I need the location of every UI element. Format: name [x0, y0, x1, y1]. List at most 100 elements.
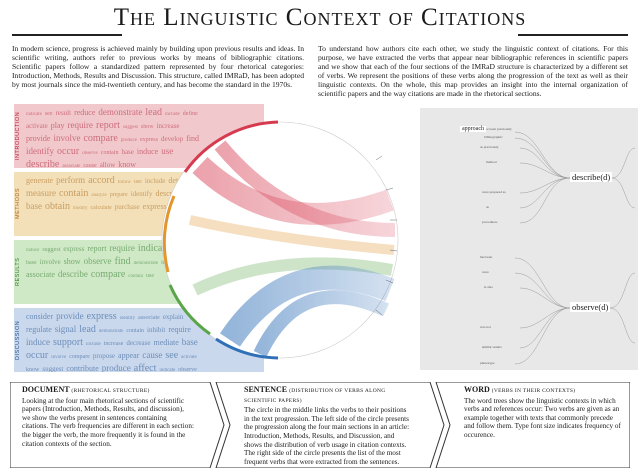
verb-word: play — [50, 121, 65, 130]
verb-word: decrease — [126, 339, 151, 347]
verb-word: induce — [136, 147, 159, 156]
svg-text:has been: has been — [480, 255, 492, 259]
verb-word: accord — [88, 175, 115, 186]
verb-word: result — [55, 109, 72, 117]
verb-word: activate — [181, 355, 197, 360]
verb-word: compare — [83, 133, 118, 144]
verb-word: express — [86, 311, 117, 322]
verb-word: contain — [58, 188, 89, 199]
verb-word: occur — [57, 146, 80, 157]
verb-word: use — [133, 179, 142, 185]
svg-text:bibliographic: bibliographic — [484, 135, 503, 139]
svg-text:similar results: similar results — [482, 345, 502, 349]
verb-word: identify — [26, 146, 54, 156]
verb-word: prepare — [109, 192, 128, 198]
verb-word: require — [67, 120, 94, 130]
verb-word: activate — [26, 122, 48, 130]
verb-word: require — [168, 325, 191, 334]
verb-word: produce — [101, 363, 131, 373]
title-rule-right — [518, 34, 628, 36]
sentence-panel-subtitle: (DISTRIBUTION OF VERBS ALONG SCIENTIFIC … — [244, 388, 386, 404]
verb-word: observe — [82, 151, 98, 156]
verb-word: see — [165, 350, 179, 361]
verb-word: produce — [120, 138, 137, 143]
verb-word: provide — [26, 134, 51, 143]
verb-word: suggest — [122, 125, 138, 130]
word-tree-panel: have been previously bibliographic as pre… — [420, 108, 638, 370]
verb-word: contain — [100, 150, 119, 156]
verb-word: describe — [26, 159, 60, 169]
verb-word: use — [161, 146, 174, 156]
verb-word: contribute — [66, 364, 99, 372]
svg-text:have been previously: have been previously — [482, 127, 512, 131]
svg-text:phenotype: phenotype — [480, 361, 495, 365]
verb-word: modify — [73, 206, 88, 211]
verb-word: indicate — [159, 368, 176, 372]
verb-word: include — [165, 112, 180, 117]
verb-word: consider — [26, 312, 54, 321]
verb-word: induce — [26, 337, 50, 347]
intro-right-paragraph: To understand how authors cite each othe… — [318, 44, 628, 98]
arc-methods — [162, 195, 176, 273]
svg-text:were prepared as: were prepared as — [482, 190, 506, 194]
verb-word: define — [182, 111, 198, 117]
verb-word: involve — [51, 355, 67, 360]
verb-word: demonstrate — [133, 261, 159, 266]
intro-left-paragraph: In modern science, progress is achieved … — [12, 44, 304, 89]
verb-word: know — [118, 160, 137, 168]
word-panel: WORD (VERBS IN THEIR CONTEXTS) The word … — [436, 382, 630, 468]
document-panel-subtitle: (RHETORICAL STRUCTURE) — [71, 388, 150, 394]
svg-text:is also: is also — [484, 285, 493, 289]
verb-word: see — [44, 111, 53, 117]
verb-word: involve — [53, 133, 81, 143]
verb-word: include — [144, 177, 166, 185]
tree-root-observe: observe(d) — [570, 302, 611, 312]
verb-word: use — [146, 273, 155, 279]
verb-word: explain — [162, 313, 184, 321]
verb-word: analyze — [91, 193, 107, 198]
verb-word: lead — [145, 107, 163, 118]
verb-word: provide — [56, 311, 84, 321]
verb-word: base — [121, 148, 134, 156]
verb-word: include — [86, 342, 101, 347]
verb-word: compare — [69, 354, 90, 360]
verb-word: mediate — [153, 338, 179, 347]
verb-word: suggest — [42, 247, 61, 253]
verb-word: describe — [57, 269, 88, 279]
sentence-panel: SENTENCE (DISTRIBUTION OF VERBS ALONG SC… — [216, 382, 430, 468]
verb-word: show — [140, 124, 154, 130]
word-panel-body: The word trees show the linguistic conte… — [464, 396, 621, 439]
verb-word: inhibit — [147, 326, 166, 334]
verb-word: demonstrate — [98, 107, 143, 117]
verb-word: show — [63, 257, 81, 266]
verb-word: obtain — [45, 201, 70, 212]
verb-word: base — [26, 201, 42, 211]
verb-word: demonstrate — [98, 329, 124, 334]
word-panel-title: WORD — [464, 385, 490, 394]
title-rule-left — [12, 34, 122, 36]
page-title: The Linguistic Context of Citations — [113, 4, 527, 31]
verb-word: involve — [39, 258, 61, 266]
verb-word: express — [139, 137, 158, 143]
band-label-discussion: DISCUSSION — [15, 320, 21, 360]
verb-word: report — [96, 120, 120, 131]
verb-word: associate — [138, 315, 160, 321]
verb-word: contain — [128, 274, 144, 279]
verb-word: occur — [26, 350, 49, 361]
verb-word: find — [186, 134, 200, 143]
verb-word: base — [26, 260, 37, 266]
verb-ticks — [375, 155, 398, 316]
verb-word: induce — [26, 248, 40, 253]
verb-word: affect — [133, 363, 157, 373]
svg-text:as previously: as previously — [480, 145, 499, 149]
panel-arrows — [10, 382, 630, 468]
verb-word: identify — [130, 190, 153, 198]
verb-word: propose — [92, 352, 116, 360]
verb-word: indicate — [137, 243, 170, 254]
verb-word: find — [114, 256, 131, 267]
verb-word: identify — [119, 316, 136, 321]
